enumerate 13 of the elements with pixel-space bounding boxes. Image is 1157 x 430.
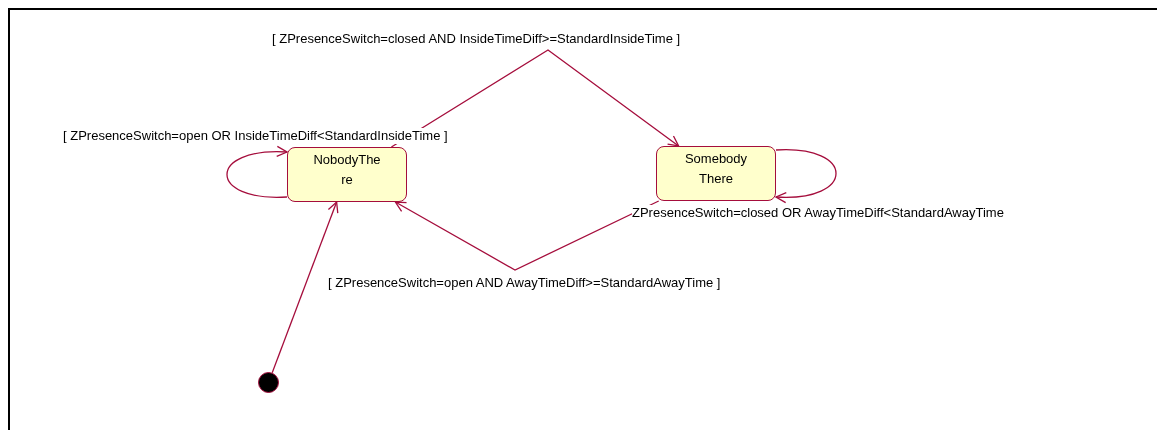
edge-label: [ ZPresenceSwitch=open AND AwayTimeDiff>=StandardAwayTime ]	[328, 275, 721, 291]
self-loop-arrow	[226, 146, 288, 198]
state-box	[287, 147, 407, 202]
state-name: Somebody There	[683, 150, 749, 188]
state-name: NobodyThere	[312, 151, 382, 189]
transition-arrow	[394, 200, 660, 271]
transition-arrow	[390, 49, 680, 148]
edge-label: ZPresenceSwitch=closed OR AwayTimeDiff<StandardAwayTime	[632, 205, 1004, 221]
edge-label: [ ZPresenceSwitch=closed AND InsideTimeDiff>=StandardInsideTime ]	[272, 31, 681, 47]
self-loop-arrow	[775, 149, 837, 203]
state-box	[656, 146, 776, 201]
transition-arrow	[271, 201, 339, 374]
edge-label: [ ZPresenceSwitch=open OR InsideTimeDiff<StandardInsideTime ]	[63, 128, 448, 144]
